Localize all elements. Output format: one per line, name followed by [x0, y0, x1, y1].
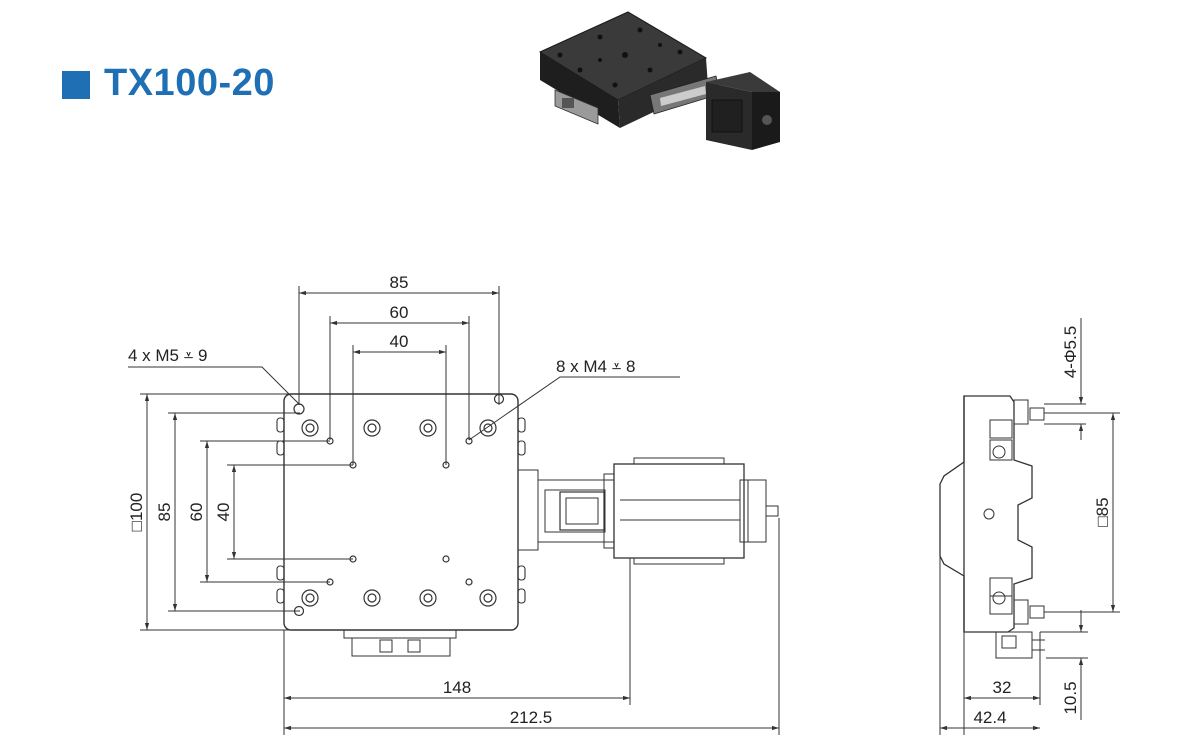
product-title-text: TX100-20 [104, 61, 275, 104]
dim-top-85: 85 [390, 273, 409, 292]
m5-hole-group [293, 393, 505, 617]
dim-top-40: 40 [390, 332, 409, 351]
callout-m4: 8 x M4 ⩡ 8 [556, 357, 636, 376]
dim-left-100: □100 [127, 493, 146, 532]
dim-bottom-148: 148 [443, 678, 471, 697]
dim-top-60: 60 [390, 303, 409, 322]
product-title: TX100-20 [62, 61, 275, 104]
dim-side-32: 32 [993, 678, 1012, 697]
dim-left-85: 85 [155, 503, 174, 522]
dim-side-42: 42.4 [973, 708, 1006, 727]
stage-plate-outline [283, 393, 519, 631]
dim-left-40: 40 [214, 503, 233, 522]
dim-side-hole: 4-Φ5.5 [1061, 326, 1080, 378]
callout-m5: 4 x M5 ⩡ 9 [128, 346, 208, 365]
dim-left-60: 60 [187, 503, 206, 522]
dim-side-10: 10.5 [1061, 681, 1080, 714]
title-square-icon [62, 71, 90, 99]
dim-side-85: □85 [1093, 497, 1112, 526]
dim-bottom-212: 212.5 [510, 708, 553, 727]
